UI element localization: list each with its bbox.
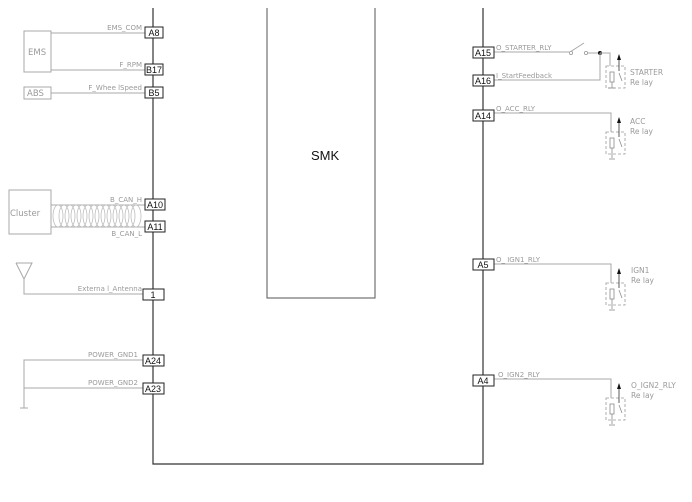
signal-label: I_StartFeedback: [496, 72, 553, 80]
signal-label: O_STARTER_RLY: [496, 44, 552, 52]
relay-name: STARTER: [630, 68, 663, 77]
switch-icon: [569, 42, 585, 53]
svg-text:A8: A8: [148, 28, 159, 38]
svg-text:A23: A23: [145, 384, 161, 394]
svg-text:B17: B17: [146, 65, 162, 75]
ground-wiring: [20, 359, 146, 409]
pin-A16: A16: [472, 74, 495, 87]
pin-A4: A4: [472, 374, 495, 387]
cluster-module: Cluster: [8, 189, 146, 235]
signal-label: POWER_GND1: [88, 351, 138, 359]
signal-label: O_ACC_RLY: [496, 105, 536, 113]
relay-name: IGN1: [631, 266, 650, 275]
pin-A10: A10: [144, 198, 166, 211]
twisted-pair-coil: [52, 204, 142, 228]
signal-label: O_ IGN1_RLY: [496, 256, 541, 264]
pin-A14: A14: [472, 109, 495, 122]
svg-text:A24: A24: [145, 356, 161, 366]
svg-text:B5: B5: [148, 88, 159, 98]
relay-name: ACC: [630, 117, 645, 126]
connector-bus: [152, 8, 484, 465]
svg-text:Cluster: Cluster: [10, 209, 41, 219]
pin-1: 1: [142, 288, 165, 301]
relay-name: O_IGN2_RLY: [631, 381, 676, 390]
antenna-icon: [15, 262, 146, 295]
ign1-wire: [494, 263, 612, 283]
signal-label: B_CAN_L: [111, 230, 142, 238]
smk-module: SMK: [266, 8, 376, 299]
pin-A11: A11: [144, 220, 166, 233]
ems-module: EMS: [23, 30, 146, 73]
ign2-relay-icon: [605, 383, 626, 426]
svg-text:EMS: EMS: [28, 48, 46, 58]
smk-label: SMK: [311, 148, 340, 163]
relay-sub: Re lay: [630, 78, 654, 87]
svg-text:A15: A15: [475, 48, 491, 58]
svg-text:A4: A4: [477, 376, 488, 386]
pin-A23: A23: [142, 382, 165, 395]
signal-label: POWER_GND2: [88, 379, 138, 387]
relay-sub: Re lay: [630, 127, 654, 136]
signal-label: O_IGN2_RLY: [498, 371, 541, 379]
pin-B5: B5: [144, 86, 164, 99]
pin-A15: A15: [472, 46, 495, 59]
svg-text:A5: A5: [477, 260, 488, 270]
starter-circuit: [494, 42, 611, 81]
starter-relay-icon: [605, 54, 626, 89]
svg-text:1: 1: [150, 290, 155, 300]
relay-sub: Re lay: [631, 391, 655, 400]
svg-text:A16: A16: [475, 76, 491, 86]
signal-label: Externa l_Antenna: [78, 285, 142, 293]
svg-text:A14: A14: [475, 111, 491, 121]
signal-label: F_Whee lSpeed: [88, 84, 142, 92]
signal-label: B_CAN_H: [110, 196, 142, 204]
ign2-wire: [494, 378, 612, 398]
relay-sub: Re lay: [631, 276, 655, 285]
signal-label: F_RPM: [119, 61, 142, 69]
acc-relay-icon: [605, 117, 626, 160]
signal-label: EMS_COM: [107, 24, 142, 32]
pin-B17: B17: [144, 63, 164, 76]
pin-A24: A24: [142, 354, 165, 367]
pin-A8: A8: [144, 26, 164, 39]
svg-text:A11: A11: [147, 222, 162, 232]
acc-wire: [494, 112, 612, 132]
ign1-relay-icon: [605, 268, 626, 311]
pin-A5: A5: [472, 258, 495, 271]
svg-text:ABS: ABS: [27, 89, 44, 99]
abs-module: ABS: [23, 86, 146, 100]
svg-text:A10: A10: [147, 200, 163, 210]
